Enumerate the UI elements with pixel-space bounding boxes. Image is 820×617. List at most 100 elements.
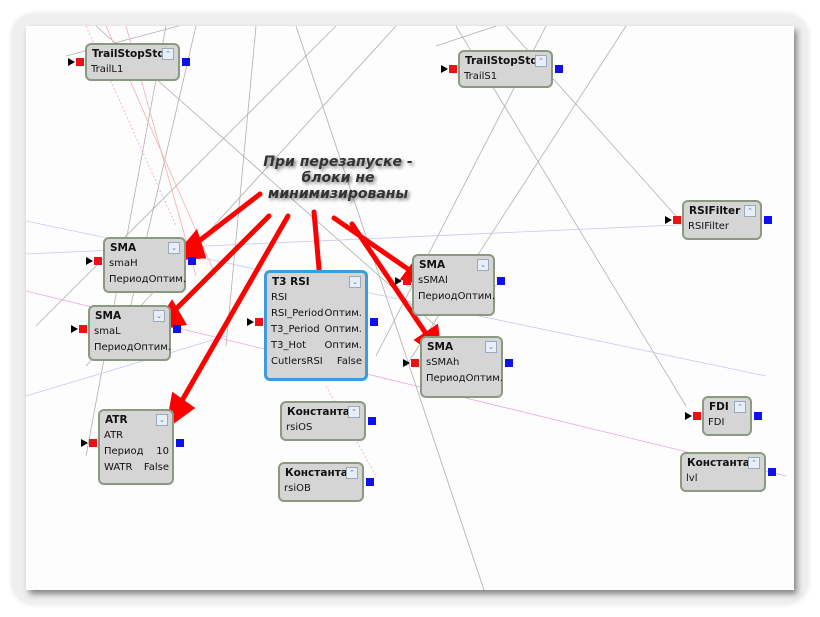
param-value[interactable]: 10	[156, 446, 169, 457]
param-name: sSMAl	[418, 275, 448, 286]
annotation-note: При перезапуске - блоки не минимизирован…	[243, 154, 433, 202]
expand-toggle-icon[interactable]: ⌃	[348, 406, 360, 418]
param-value[interactable]: Оптим.	[324, 340, 362, 351]
param-value[interactable]: Оптим.	[457, 291, 496, 302]
collapse-toggle-icon[interactable]: ⌄	[485, 341, 497, 353]
param-name: Период	[426, 373, 466, 384]
block-trailL1[interactable]: TrailStopStd⌃ TrailL1	[85, 43, 180, 81]
block-title: FDI	[709, 401, 729, 413]
input-arrow-icon	[665, 216, 672, 224]
collapse-toggle-icon[interactable]: ⌄	[168, 242, 180, 254]
block-param-row: FDI	[708, 417, 747, 428]
expand-toggle-icon[interactable]: ⌃	[346, 467, 358, 479]
output-port[interactable]	[370, 318, 378, 326]
param-name: TrailL1	[91, 64, 124, 75]
block-title: SMA	[110, 242, 137, 254]
expand-toggle-icon[interactable]: ⌃	[162, 48, 174, 60]
param-value[interactable]: False	[336, 356, 362, 367]
param-name: sSMAh	[426, 357, 460, 368]
annotation-arrow	[331, 215, 421, 279]
input-port[interactable]	[411, 359, 419, 367]
input-arrow-icon	[81, 439, 88, 447]
block-trailS1[interactable]: TrailStopStd⌃TrailS1	[458, 50, 553, 88]
input-arrow-icon	[71, 325, 78, 333]
output-port[interactable]	[768, 468, 776, 476]
block-fdi[interactable]: FDI ⌃ FDI	[702, 396, 752, 436]
output-port[interactable]	[176, 439, 184, 447]
param-name: WATR	[104, 462, 133, 473]
expand-toggle-icon[interactable]: ⌃	[748, 457, 760, 469]
block-lvl[interactable]: Константа⌃lvl	[680, 452, 766, 492]
input-arrow-icon	[403, 359, 410, 367]
input-port[interactable]	[673, 216, 681, 224]
output-port[interactable]	[173, 325, 181, 333]
annotation-line: минимизированы	[267, 186, 409, 202]
input-port[interactable]	[79, 325, 87, 333]
param-name: T3_Period	[271, 324, 320, 335]
input-port[interactable]	[693, 412, 701, 420]
block-title: Константа	[287, 406, 350, 418]
param-value[interactable]: Оптим.	[324, 308, 362, 319]
block-param-row: rsiOB	[284, 483, 359, 494]
block-param-row: sSMAl	[418, 275, 490, 286]
output-port[interactable]	[555, 65, 563, 73]
collapse-toggle-icon[interactable]: ⌄	[156, 414, 168, 426]
block-param-row: TrailS1	[464, 71, 548, 82]
output-port[interactable]	[764, 216, 772, 224]
block-title: T3 RSI	[272, 276, 310, 288]
input-port[interactable]	[76, 58, 84, 66]
expand-toggle-icon[interactable]: ⌃	[734, 401, 746, 413]
block-param-row: smaH	[109, 258, 181, 269]
expand-toggle-icon[interactable]: ⌃	[535, 55, 547, 67]
block-title: Константа	[285, 467, 348, 479]
block-title: TrailStopStd	[92, 48, 165, 60]
connection-line	[435, 26, 498, 47]
block-title: SMA	[419, 259, 446, 271]
output-port[interactable]	[188, 257, 196, 265]
param-value[interactable]: Оптим.	[148, 274, 187, 285]
block-param-row: TrailL1	[91, 64, 175, 75]
block-rsiOB[interactable]: Константа⌃ rsiOB	[278, 462, 364, 502]
block-title: Константа	[687, 457, 750, 469]
output-port[interactable]	[182, 58, 190, 66]
input-port[interactable]	[449, 65, 457, 73]
param-value[interactable]: False	[143, 462, 169, 473]
annotation-line: При перезапуске -	[263, 154, 413, 170]
block-rsifilter[interactable]: RSIFilter⌃RSIFilter	[682, 200, 762, 240]
input-arrow-icon	[395, 277, 402, 285]
param-value[interactable]: Оптим.	[133, 342, 172, 353]
collapse-toggle-icon[interactable]: ⌄	[153, 310, 165, 322]
block-param-row: RSIFilter	[688, 221, 757, 232]
output-port[interactable]	[754, 412, 762, 420]
output-port[interactable]	[366, 478, 374, 486]
block-param-row: smaL	[94, 326, 166, 337]
input-arrow-icon	[86, 257, 93, 265]
input-port[interactable]	[89, 439, 97, 447]
input-port[interactable]	[94, 257, 102, 265]
block-rsiOS[interactable]: Константа⌃rsiOS	[280, 401, 366, 441]
param-name: TrailS1	[464, 71, 498, 82]
output-port[interactable]	[368, 417, 376, 425]
param-value[interactable]: Оптим.	[324, 324, 362, 335]
output-port[interactable]	[497, 277, 505, 285]
param-value[interactable]: Оптим.	[465, 373, 504, 384]
input-port[interactable]	[403, 277, 411, 285]
collapse-toggle-icon[interactable]: ⌄	[477, 259, 489, 271]
connection-line	[295, 26, 485, 590]
param-name: RSI_Period	[271, 308, 324, 319]
param-name: Период	[418, 291, 458, 302]
output-port[interactable]	[505, 359, 513, 367]
expand-toggle-icon[interactable]: ⌃	[744, 205, 756, 217]
collapse-toggle-icon[interactable]: ⌄	[349, 276, 361, 288]
input-port[interactable]	[255, 318, 263, 326]
